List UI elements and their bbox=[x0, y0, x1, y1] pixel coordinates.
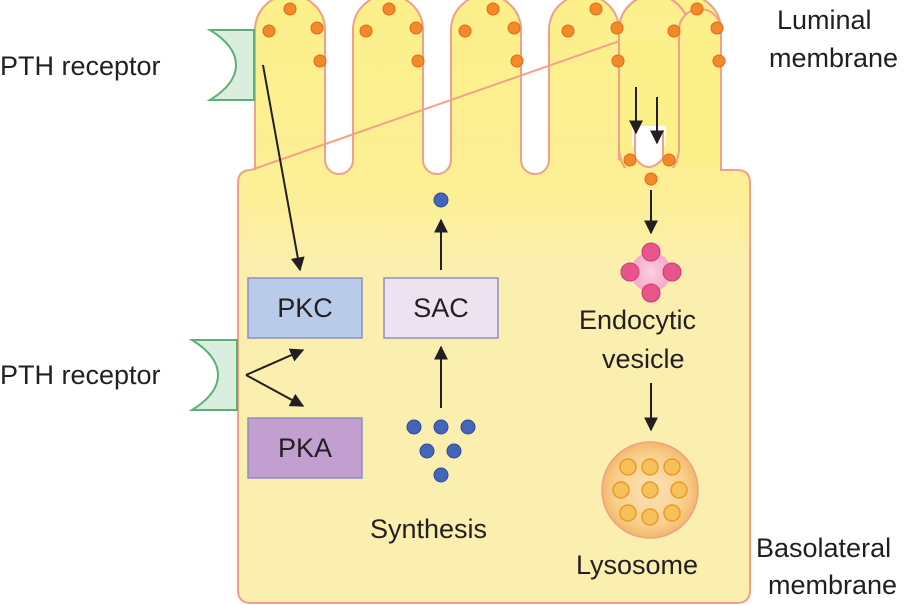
pkc-label: PKC bbox=[277, 292, 333, 323]
endocytic-vesicle-label-line2: vesicle bbox=[602, 344, 685, 374]
arrow-receptor-to-pka bbox=[245, 374, 305, 407]
pka-box bbox=[247, 417, 363, 479]
sac-box bbox=[383, 277, 499, 339]
lysosome-label: Lysosome bbox=[576, 550, 699, 580]
pth-receptor-top-label: PTH receptor bbox=[0, 51, 161, 81]
sac-label: SAC bbox=[413, 292, 469, 323]
membrane-dots bbox=[262, 2, 726, 186]
synthesis-dots bbox=[406, 419, 476, 483]
endocytic-vesicle bbox=[620, 242, 682, 303]
basolateral-membrane-label-line1: Basolateral bbox=[756, 533, 892, 563]
pkc-box bbox=[247, 277, 363, 339]
pka-label: PKA bbox=[277, 432, 333, 463]
pit-cap-fill bbox=[680, 29, 720, 169]
sac-secreted-dot bbox=[433, 192, 449, 208]
endocytic-vesicle-label-line1: Endocytic bbox=[579, 305, 697, 335]
basolateral-membrane-label-line2: membrane bbox=[768, 570, 898, 600]
lysosome bbox=[601, 441, 699, 539]
luminal-membrane-label-line2: membrane bbox=[769, 43, 899, 73]
synthesis-label: Synthesis bbox=[370, 514, 488, 544]
luminal-membrane-label-line1: Luminal bbox=[777, 5, 872, 35]
arrow-top-receptor-to-pkc bbox=[262, 64, 305, 272]
arrows bbox=[245, 64, 664, 432]
pth-receptor-bottom-shape bbox=[188, 339, 238, 411]
pit-u-top bbox=[632, 126, 666, 146]
arrow-receptor-to-pkc bbox=[245, 348, 305, 376]
pit-bottom-fill bbox=[620, 168, 720, 182]
pth-receptor-top-shape bbox=[206, 29, 255, 101]
pth-receptor-bottom-label: PTH receptor bbox=[0, 360, 161, 390]
